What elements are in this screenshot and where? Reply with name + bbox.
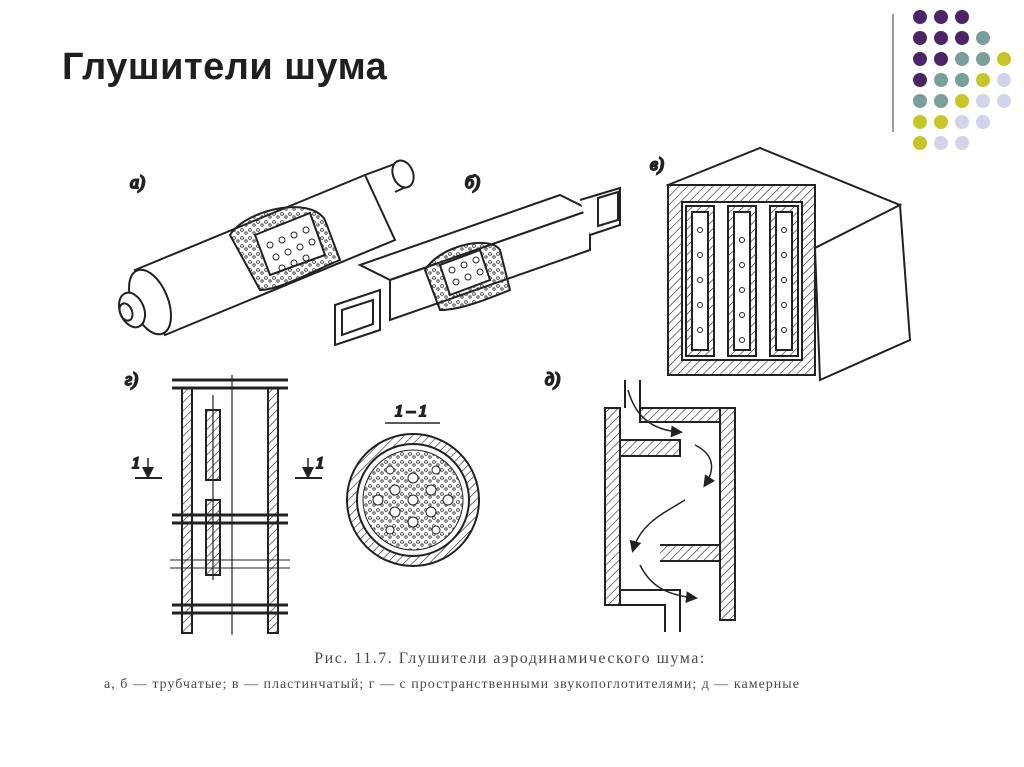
spatial-absorber-muffler-icon: г) 1 1 [124,368,325,635]
decor-dot [934,52,948,66]
decor-dot [934,73,948,87]
decor-dot [913,31,927,45]
label-v: в) [650,154,664,175]
decor-dot [976,94,990,108]
plate-muffler-icon: в) [649,146,912,382]
section-mark-right: 1 [316,455,324,472]
duct-muffler-icon: б) [334,171,621,347]
decor-dot [913,52,927,66]
section-view-icon: 1 – 1 [346,402,480,567]
decor-dot [934,31,948,45]
decor-dot [955,136,969,150]
decor-dot [955,52,969,66]
label-a: а) [130,172,145,193]
decor-dot [913,115,927,129]
decor-dot [934,115,948,129]
decor-dot [955,10,969,24]
label-g: г) [125,369,138,390]
decor-dot [955,31,969,45]
decor-dot [955,73,969,87]
decor-dot [913,73,927,87]
figure-caption-legend: а, б — трубчатые; в — пластинчатый; г — … [104,677,800,692]
decor-dot [976,115,990,129]
decor-dot [934,10,948,24]
decor-dot [913,136,927,150]
page-title: Глушители шума [62,46,388,88]
decor-dot [997,52,1011,66]
decor-dot [997,73,1011,87]
decor-dot [976,52,990,66]
decor-dot [934,136,948,150]
section-mark-left: 1 [132,455,140,472]
decor-dot [934,94,948,108]
label-d: д) [545,369,560,390]
figure-caption: Рис. 11.7. Глушители аэродинамического ш… [314,650,706,667]
label-b: б) [465,172,480,193]
section-title: 1 – 1 [395,403,427,420]
decor-dot [955,94,969,108]
decor-dot [976,31,990,45]
chamber-muffler-icon: д) [544,368,736,632]
decor-dot [913,10,927,24]
decor-dot [913,94,927,108]
muffler-figure: а) б) в) [117,146,912,635]
decorative-dots [905,10,1015,165]
decor-dot [955,115,969,129]
decor-dot [997,94,1011,108]
title-divider [892,14,894,132]
tubular-muffler-icon: а) [117,159,415,337]
decor-dot [976,73,990,87]
